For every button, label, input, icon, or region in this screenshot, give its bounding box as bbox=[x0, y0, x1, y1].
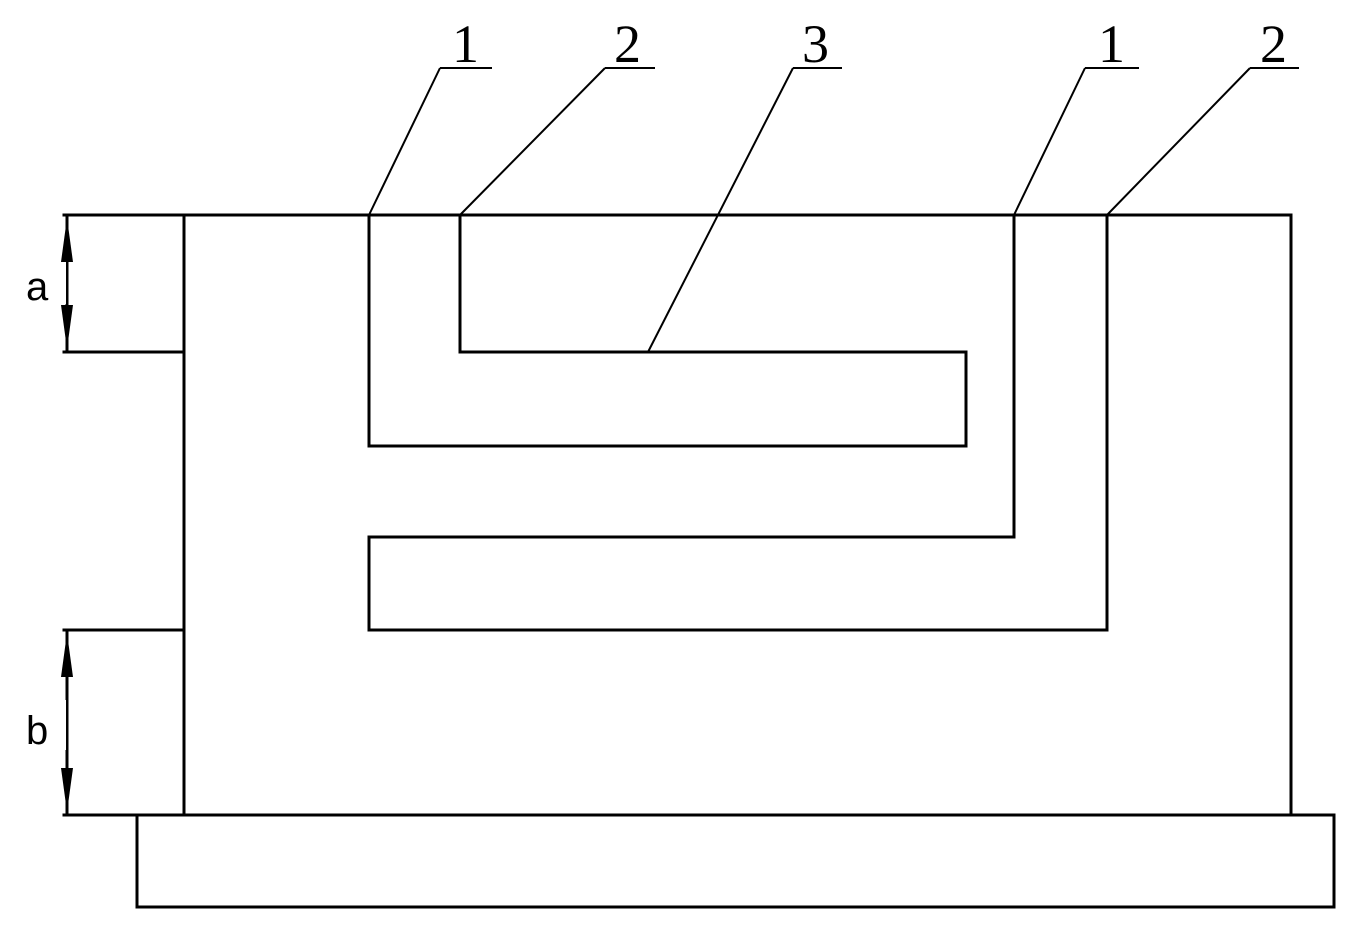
dim-b-label-bg bbox=[20, 700, 66, 750]
dim-b-arrow-up bbox=[61, 633, 73, 677]
callout-3: 3 bbox=[802, 14, 829, 74]
dim-a-label-bg bbox=[20, 262, 66, 304]
leader-2-left bbox=[459, 67, 606, 216]
lower-finger-path bbox=[367, 213, 1109, 632]
callout-1-left: 1 bbox=[452, 14, 479, 74]
base-plate bbox=[135, 813, 1336, 909]
dim-b-label: b bbox=[26, 709, 48, 753]
callout-1-right: 1 bbox=[1098, 14, 1125, 74]
leader-3 bbox=[647, 67, 794, 353]
dim-b-arrow-down bbox=[61, 768, 73, 812]
callout-2-left: 2 bbox=[614, 14, 641, 74]
upper-finger-path bbox=[367, 213, 968, 448]
leader-1-right bbox=[1013, 67, 1086, 216]
dim-a-arrow-down bbox=[61, 305, 73, 349]
leader-1-left bbox=[368, 67, 441, 216]
main-body bbox=[182, 213, 1293, 817]
dim-a-label: a bbox=[26, 265, 49, 309]
leader-2-right bbox=[1106, 67, 1251, 216]
callout-2-right: 2 bbox=[1260, 14, 1287, 74]
dim-a-arrow-up bbox=[61, 218, 73, 262]
